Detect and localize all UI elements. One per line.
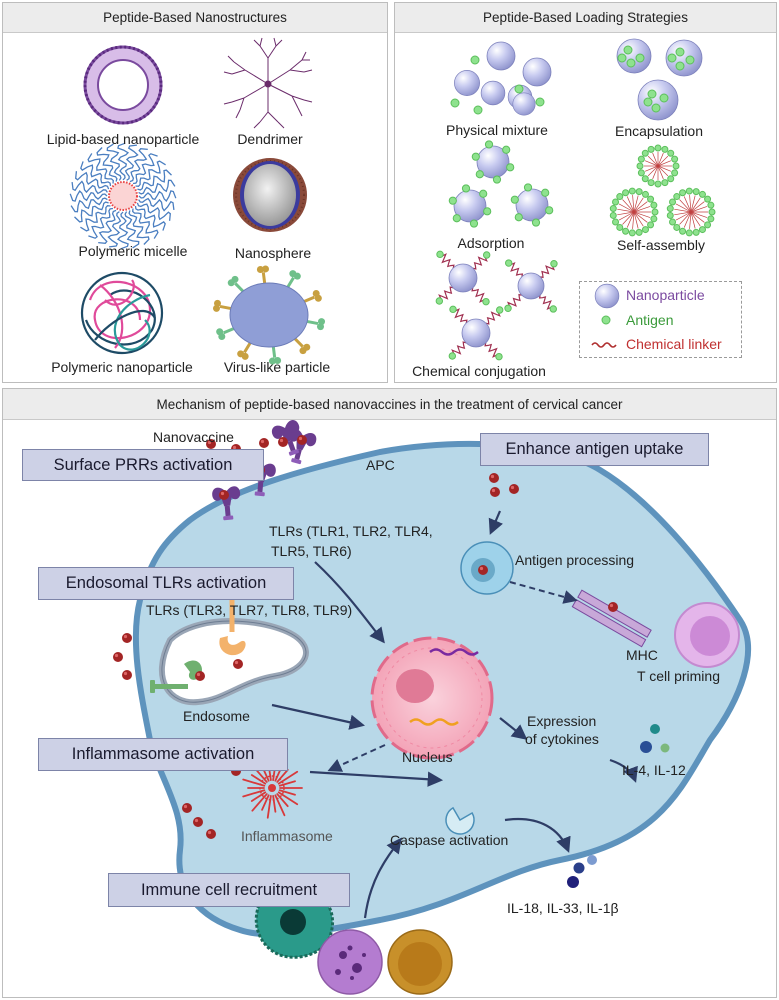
box-antigen-uptake: Enhance antigen uptake (480, 433, 709, 466)
legend-nanoparticle-label: Nanoparticle (626, 287, 705, 303)
antigen-processing-vesicle (460, 541, 514, 595)
label-chemical-conjugation: Chemical conjugation (412, 363, 546, 379)
t-cell (674, 602, 740, 668)
label-polymeric-nanoparticle: Polymeric nanoparticle (51, 359, 193, 375)
loading-strategies-title: Peptide-Based Loading Strategies (395, 3, 776, 33)
adsorption-icon (448, 140, 554, 228)
label-mhc: MHC (626, 647, 658, 663)
label-expression-line2: of cytokines (525, 731, 599, 747)
polymeric-nanoparticle-icon (80, 271, 164, 355)
chemical-conjugation-icon (435, 250, 558, 361)
legend-box (579, 281, 742, 358)
nanosphere-icon (233, 158, 307, 232)
label-t-cell-priming: T cell priming (637, 668, 720, 684)
legend-antigen-label: Antigen (626, 312, 674, 328)
nanostructures-title: Peptide-Based Nanostructures (3, 3, 387, 33)
physical-mixture-icon (450, 41, 552, 116)
encapsulation-icon (616, 38, 703, 121)
label-inflammasome: Inflammasome (241, 828, 333, 844)
legend-linker-icon (591, 342, 617, 348)
box-endosomal-tlr: Endosomal TLRs activation (38, 567, 294, 600)
label-il18-il33-il1b: IL-18, IL-33, IL-1β (507, 900, 619, 916)
virus-like-particle-icon (212, 265, 326, 365)
label-antigen-processing: Antigen processing (515, 552, 635, 568)
label-lipid-nanoparticle: Lipid-based nanoparticle (46, 131, 200, 147)
mechanism-title: Mechanism of peptide-based nanovaccines … (3, 389, 776, 420)
caspase-icon (445, 806, 475, 835)
loading-strategies-panel: Peptide-Based Loading Strategies (394, 2, 777, 383)
label-tlrs-endosomal: TLRs (TLR3, TLR7, TLR8, TLR9) (146, 602, 353, 618)
box-surface-prr: Surface PRRs activation (22, 449, 264, 481)
label-virus-like-particle: Virus-like particle (223, 359, 331, 375)
polymeric-micelle-icon (69, 142, 177, 250)
label-dendrimer: Dendrimer (237, 131, 303, 147)
label-physical-mixture: Physical mixture (446, 122, 548, 138)
label-caspase-activation: Caspase activation (390, 832, 509, 848)
label-tlrs-surface-line1: TLRs (TLR1, TLR2, TLR4, (269, 523, 433, 539)
dendrimer-icon (223, 37, 313, 129)
lymphocyte (387, 929, 453, 995)
label-apc: APC (366, 457, 395, 473)
label-endosome: Endosome (183, 708, 250, 724)
label-encapsulation: Encapsulation (615, 123, 703, 139)
nanostructures-panel: Peptide-Based Nanostructures (2, 2, 388, 383)
nucleus (370, 636, 494, 760)
label-expression-line1: Expression (527, 713, 597, 729)
label-nanosphere: Nanosphere (234, 245, 312, 261)
box-inflammasome-activation: Inflammasome activation (38, 738, 288, 771)
box-immune-recruitment: Immune cell recruitment (108, 873, 350, 907)
self-assembly-icon (609, 144, 716, 237)
neutrophil (317, 929, 383, 995)
label-adsorption: Adsorption (457, 235, 525, 251)
label-nanovaccine: Nanovaccine (153, 429, 234, 445)
label-tlrs-surface-line2: TLR5, TLR6) (271, 543, 352, 559)
label-il4-il12: IL-4, IL-12 (622, 762, 686, 778)
label-self-assembly: Self-assembly (617, 237, 705, 253)
lipid-nanoparticle-icon (83, 45, 163, 125)
label-nucleus: Nucleus (402, 749, 453, 765)
legend-linker-label: Chemical linker (626, 336, 722, 352)
label-polymeric-micelle: Polymeric micelle (78, 243, 188, 259)
